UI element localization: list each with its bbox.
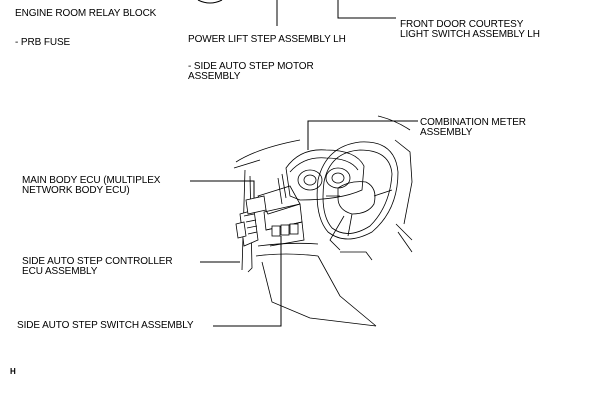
leader-main-body-ecu [190,180,255,198]
label-power-lift-step: POWER LIFT STEP ASSEMBLY LH [188,34,346,45]
label-prb-fuse: - PRB FUSE [15,37,71,48]
label-side-auto-step-switch: SIDE AUTO STEP SWITCH ASSEMBLY [17,320,194,331]
label-front-door-courtesy: FRONT DOOR COURTESY LIGHT SWITCH ASSEMBL… [400,19,540,40]
label-side-auto-step-controller: SIDE AUTO STEP CONTROLLER ECU ASSEMBLY [22,256,173,277]
label-main-body-ecu: MAIN BODY ECU (MULTIPLEX NETWORK BODY EC… [22,175,161,196]
top-partial-circle [197,0,223,4]
label-side-auto-step-motor: - SIDE AUTO STEP MOTOR ASSEMBLY [188,61,314,82]
leader-side-auto-step-switch [213,236,282,327]
figure-code: H [10,367,16,376]
dashboard-illustration [233,115,413,327]
leader-front-door-courtesy [337,0,396,19]
leader-combination-meter [307,120,418,150]
label-engine-room-relay-block: ENGINE ROOM RELAY BLOCK [15,8,157,19]
label-combination-meter: COMBINATION METER ASSEMBLY [420,117,526,138]
